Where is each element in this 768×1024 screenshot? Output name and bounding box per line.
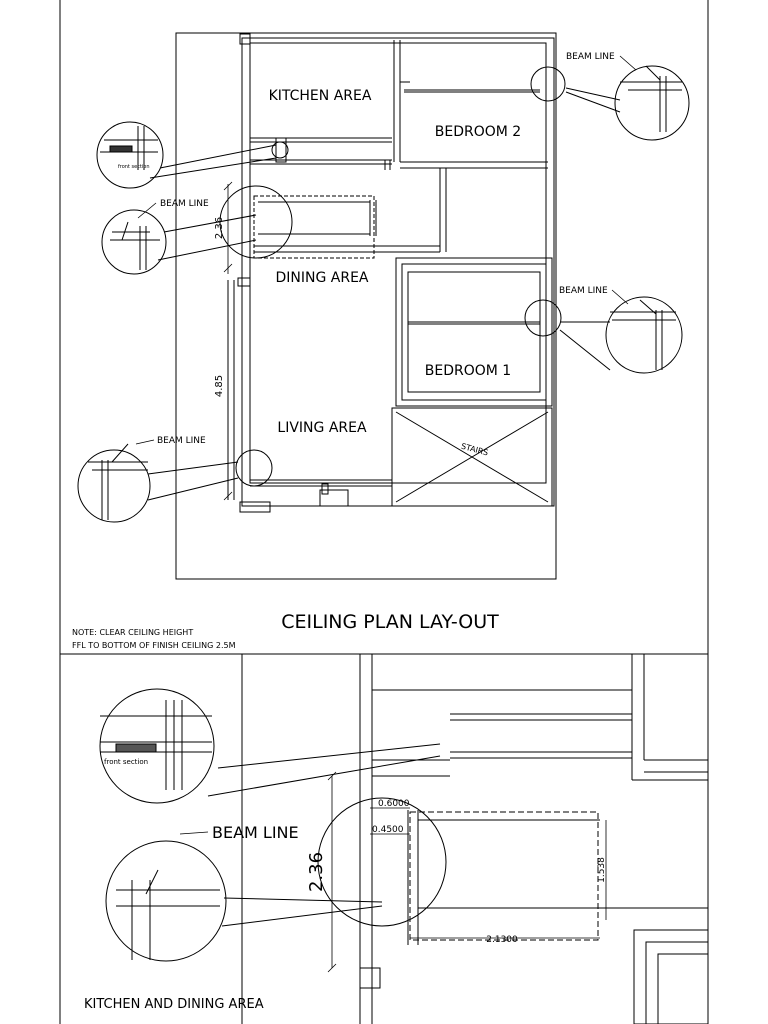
bottom-dimension-lines bbox=[327, 771, 607, 973]
room-label-kitchen: KITCHEN AREA bbox=[269, 88, 372, 104]
room-label-dining: DINING AREA bbox=[275, 270, 368, 286]
label-leaders bbox=[135, 55, 637, 445]
dimension-label: 2.36 bbox=[214, 217, 225, 239]
sheet-frame bbox=[59, 0, 709, 1024]
drawing-subtitle: KITCHEN AND DINING AREA bbox=[84, 997, 264, 1012]
drawing-title: CEILING PLAN LAY-OUT bbox=[281, 611, 499, 633]
dimension-label: 2.1300 bbox=[486, 935, 518, 945]
floor-plan bbox=[175, 32, 557, 580]
dimension-lines bbox=[223, 181, 233, 501]
beam-line-label: BEAM LINE bbox=[212, 823, 299, 842]
beam-line-label: BEAM LINE bbox=[157, 436, 206, 446]
beam-line-leader bbox=[179, 831, 209, 835]
detail-callouts bbox=[77, 65, 690, 523]
beam-line-label: BEAM LINE bbox=[559, 286, 608, 296]
ceiling-note-line-2: FFL TO BOTTOM OF FINISH CEILING 2.5M bbox=[72, 641, 236, 650]
room-label-bedroom-2: BEDROOM 2 bbox=[435, 124, 521, 140]
dimension-label: 0.6000 bbox=[378, 799, 410, 809]
dimension-label: 1.538 bbox=[597, 857, 607, 883]
ceiling-note-line-1: NOTE: CLEAR CEILING HEIGHT bbox=[72, 628, 193, 637]
front-section-label: front section bbox=[104, 758, 148, 766]
front-section-label: front section bbox=[118, 164, 150, 170]
enlarged-plan bbox=[99, 654, 709, 1024]
dimension-label: 0.4500 bbox=[372, 825, 404, 835]
dimension-label: 4.85 bbox=[214, 375, 225, 397]
room-label-bedroom-1: BEDROOM 1 bbox=[425, 363, 511, 379]
beam-line-label: BEAM LINE bbox=[160, 199, 209, 209]
dimension-label: 2.36 bbox=[306, 852, 327, 892]
room-label-living: LIVING AREA bbox=[277, 420, 367, 436]
beam-line-label: BEAM LINE bbox=[566, 52, 615, 62]
